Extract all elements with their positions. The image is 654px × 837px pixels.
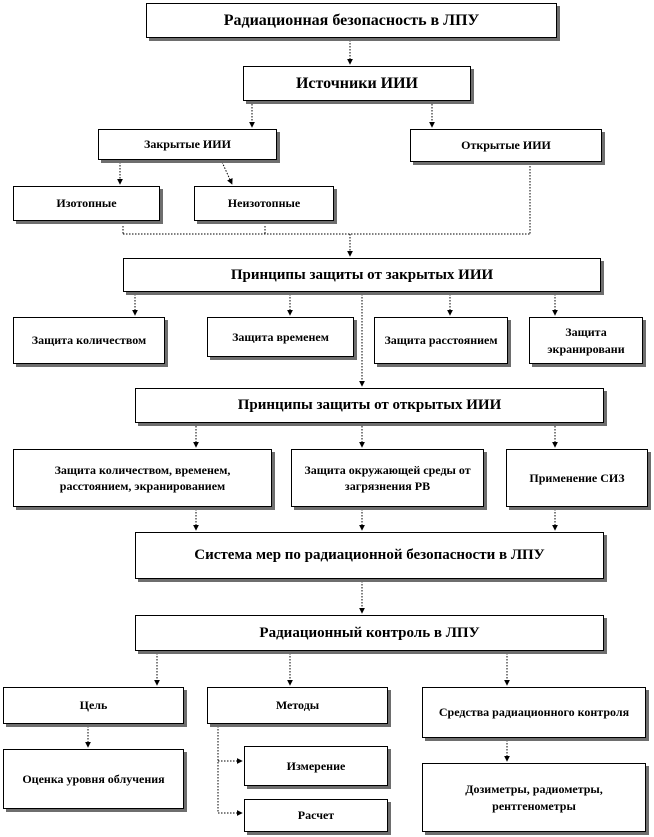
node-closed-principles-label: Принципы защиты от закрытых ИИИ: [230, 266, 494, 283]
node-o-ppe-label: Применение СИЗ: [529, 470, 625, 485]
node-p-time: Защита временем: [207, 317, 354, 357]
node-means-label: Средства радиационного контроля: [438, 705, 630, 720]
node-instruments-label: Дозиметры, радиометры, рентгенометры: [465, 782, 603, 813]
node-isotope: Изотопные: [13, 186, 160, 221]
node-p-distance: Защита расстоянием: [374, 317, 508, 364]
node-p-time-label: Защита временем: [232, 329, 329, 344]
node-p-distance-label: Защита расстоянием: [384, 333, 498, 348]
node-goal-detail: Оценка уровня облучения: [3, 749, 184, 809]
node-sources-label: Источники ИИИ: [295, 74, 418, 92]
node-closed: Закрытые ИИИ: [98, 129, 277, 160]
node-calculation-label: Расчет: [297, 808, 335, 823]
node-isotope-label: Изотопные: [56, 196, 117, 211]
node-o-combined-label: Защита количеством, временем, расстояние…: [54, 462, 231, 493]
node-measures: Система мер по радиационной безопасности…: [135, 532, 604, 579]
node-sources: Источники ИИИ: [243, 66, 471, 101]
node-o-ppe: Применение СИЗ: [506, 449, 648, 507]
node-measures-label: Система мер по радиационной безопасности…: [194, 547, 545, 564]
node-nonisotope-label: Неизотопные: [227, 196, 301, 211]
node-o-combined: Защита количеством, временем, расстояние…: [13, 449, 272, 507]
node-control: Радиационный контроль в ЛПУ: [135, 615, 604, 651]
node-o-environment-label: Защита окружающей среды от загрязнения Р…: [304, 462, 471, 493]
node-closed-label: Закрытые ИИИ: [144, 137, 231, 152]
node-measurement-label: Измерение: [286, 758, 346, 773]
node-nonisotope: Неизотопные: [194, 186, 334, 221]
node-methods-label: Методы: [275, 698, 320, 713]
node-goal-label: Цель: [79, 698, 108, 713]
node-root: Радиационная безопасность в ЛПУ: [146, 3, 557, 38]
node-closed-principles: Принципы защиты от закрытых ИИИ: [123, 258, 601, 292]
node-p-screen: Защита экранировани: [529, 317, 643, 364]
arrow-closed-nonisotope: [221, 161, 233, 185]
node-p-quantity: Защита количеством: [13, 317, 165, 364]
node-calculation: Расчет: [244, 799, 388, 832]
node-control-label: Радиационный контроль в ЛПУ: [259, 624, 480, 641]
node-goal-detail-label: Оценка уровня облучения: [22, 771, 165, 786]
node-goal: Цель: [3, 687, 184, 724]
node-open-principles: Принципы защиты от открытых ИИИ: [135, 388, 604, 423]
node-instruments: Дозиметры, радиометры, рентгенометры: [422, 763, 646, 832]
node-open-principles-label: Принципы защиты от открытых ИИИ: [237, 397, 502, 414]
node-measurement: Измерение: [244, 746, 388, 786]
node-p-quantity-label: Защита количеством: [31, 333, 147, 348]
node-p-screen-label: Защита экранировани: [547, 325, 625, 356]
node-open: Открытые ИИИ: [410, 129, 602, 162]
node-means: Средства радиационного контроля: [422, 687, 646, 738]
node-root-label: Радиационная безопасность в ЛПУ: [223, 11, 480, 29]
node-o-environment: Защита окружающей среды от загрязнения Р…: [291, 449, 484, 507]
node-methods: Методы: [207, 687, 388, 724]
node-open-label: Открытые ИИИ: [461, 138, 551, 153]
